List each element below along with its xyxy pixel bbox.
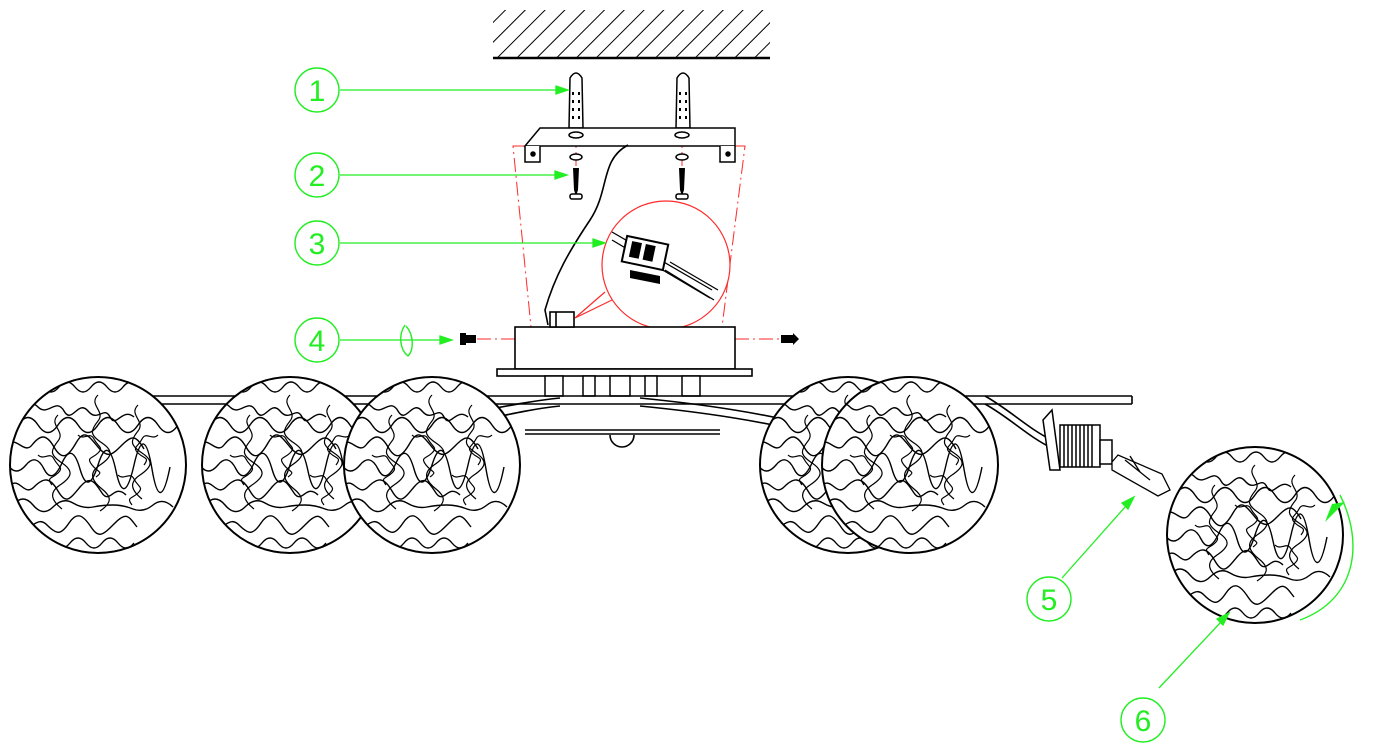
callout-3: 3 bbox=[294, 220, 340, 266]
callout-1: 1 bbox=[294, 67, 340, 113]
rotation-arrow-icon bbox=[1299, 494, 1354, 621]
callout-6: 6 bbox=[1120, 697, 1166, 743]
halogen-bulb bbox=[1111, 454, 1171, 497]
arm-connectors bbox=[544, 375, 701, 397]
canopy-screw-left bbox=[460, 333, 476, 345]
supply-wire bbox=[544, 144, 629, 326]
glass-shade-1 bbox=[8, 377, 186, 553]
canopy bbox=[496, 311, 753, 377]
canopy-screw-right bbox=[781, 333, 799, 345]
glass-shade-detached bbox=[1165, 447, 1343, 623]
callout-4: 4 bbox=[294, 317, 340, 363]
callout-2: 2 bbox=[294, 152, 340, 198]
glass-shade-3 bbox=[342, 377, 520, 553]
callout-leaders bbox=[340, 85, 1231, 689]
callout-number: 3 bbox=[309, 228, 326, 261]
terminal-connector-detail bbox=[574, 200, 731, 330]
glass-shade-5 bbox=[820, 377, 998, 553]
callout-number: 1 bbox=[309, 75, 326, 108]
insert-arrow-icon bbox=[1325, 502, 1345, 522]
wall-anchor-left bbox=[568, 72, 584, 129]
bulb-holder bbox=[1042, 408, 1113, 471]
screw-left bbox=[569, 153, 583, 200]
screw-right bbox=[675, 153, 689, 200]
callout-number: 6 bbox=[1135, 705, 1152, 738]
mounting-bracket bbox=[523, 127, 736, 163]
ceiling bbox=[493, 10, 770, 60]
callout-number: 2 bbox=[309, 160, 326, 193]
wall-anchor-right bbox=[675, 72, 691, 129]
callout-number: 5 bbox=[1041, 584, 1058, 617]
rotation-arrow-icon bbox=[400, 324, 413, 357]
callout-number: 4 bbox=[309, 325, 326, 358]
callout-5: 5 bbox=[1026, 576, 1072, 622]
